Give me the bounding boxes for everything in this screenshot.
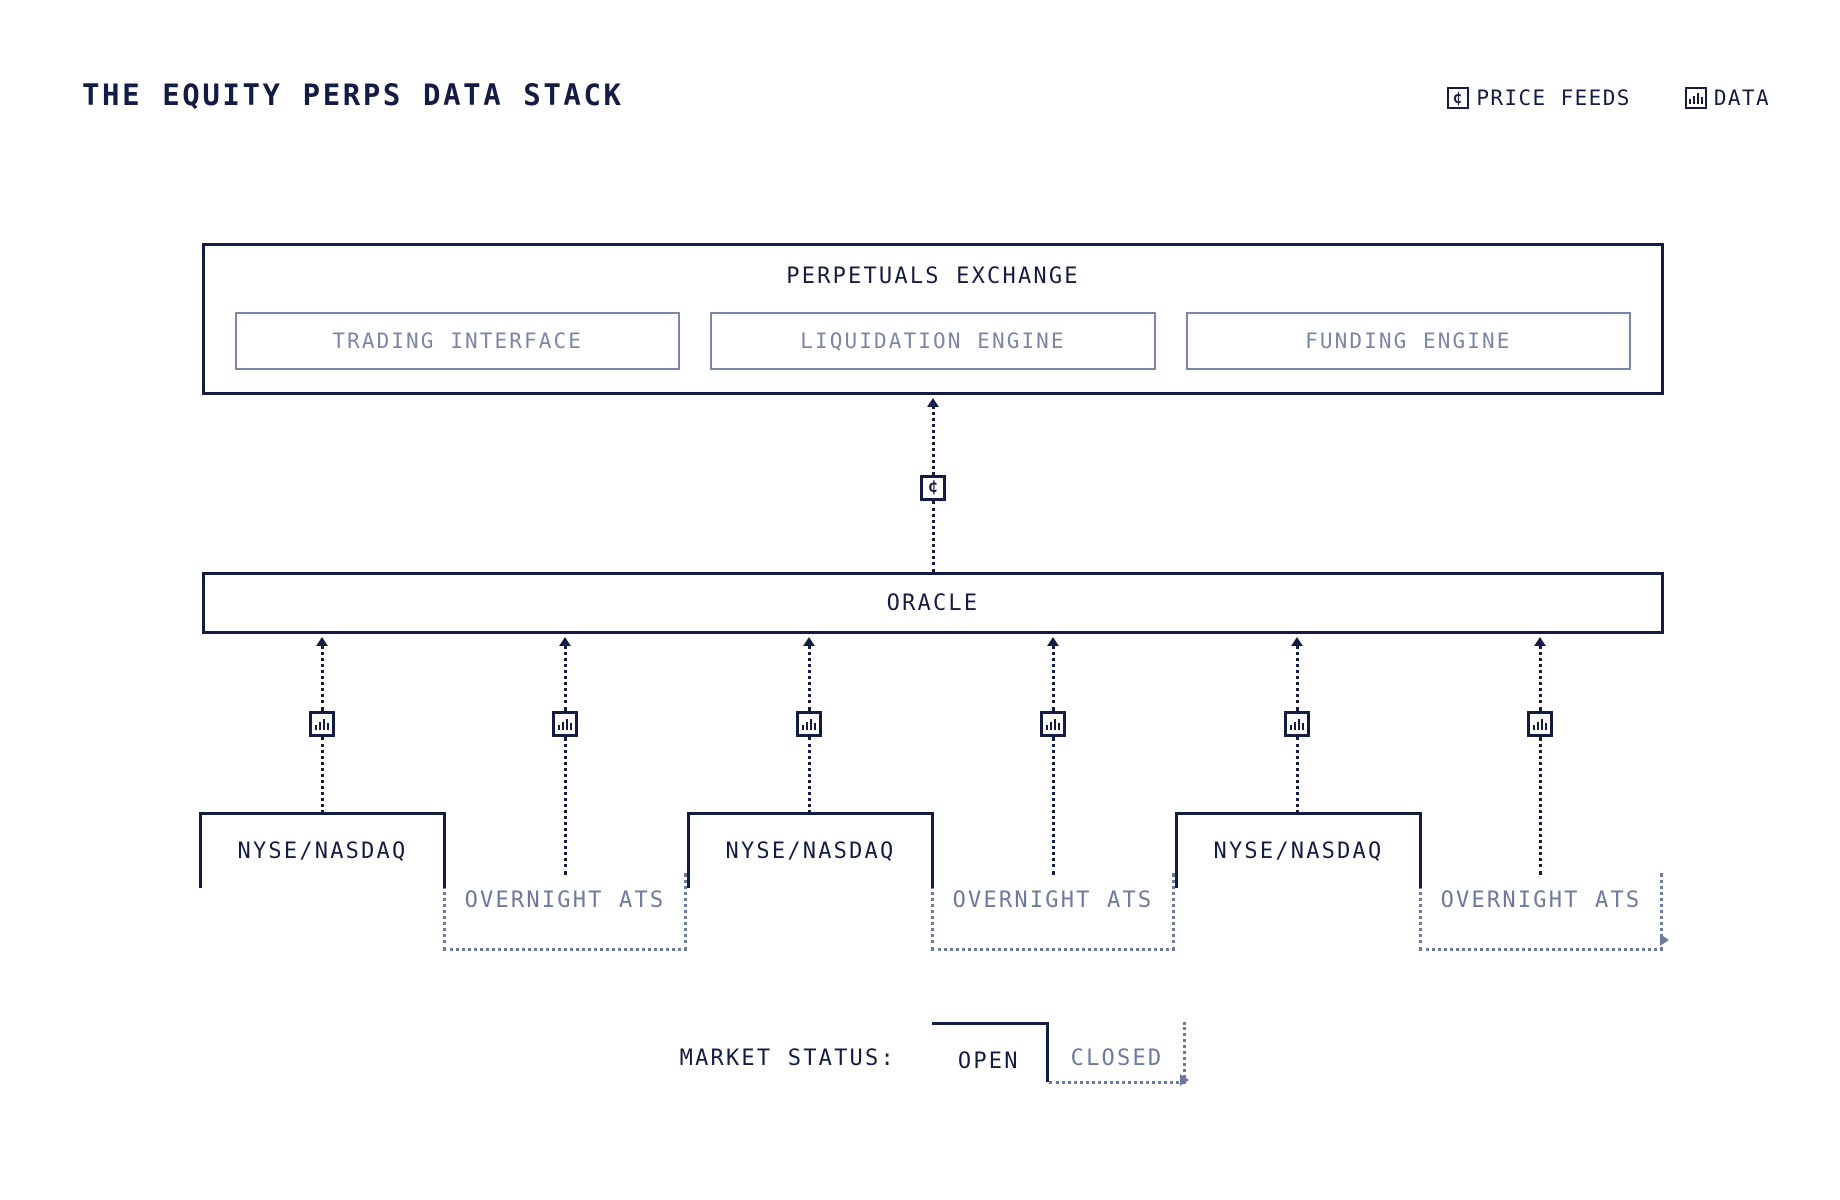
market-status-open: OPEN bbox=[931, 1022, 1049, 1082]
bar-chart-icon bbox=[1527, 711, 1553, 737]
venue-label: NYSE/NASDAQ bbox=[1213, 839, 1384, 864]
data-arrow-2 bbox=[559, 637, 571, 646]
overnight-flow-arrow bbox=[1660, 933, 1669, 946]
venue-nyse-nasdaq-1[interactable]: NYSE/NASDAQ bbox=[199, 812, 446, 888]
venue-nyse-nasdaq-2[interactable]: NYSE/NASDAQ bbox=[687, 812, 934, 888]
bar-chart-icon bbox=[1040, 711, 1066, 737]
data-line-3-lower bbox=[807, 737, 811, 813]
market-status-legend: MARKET STATUS: OPEN CLOSED bbox=[202, 1022, 1664, 1086]
closed-flow-arrow bbox=[1180, 1074, 1190, 1086]
exchange-modules: TRADING INTERFACE LIQUIDATION ENGINE FUN… bbox=[235, 312, 1631, 370]
oracle-box: ORACLE bbox=[202, 572, 1664, 634]
data-arrow-6 bbox=[1534, 637, 1546, 646]
data-line-6-lower bbox=[1538, 737, 1542, 875]
data-arrow-4 bbox=[1047, 637, 1059, 646]
venue-label: OVERNIGHT ATS bbox=[464, 888, 666, 913]
data-line-2-upper bbox=[563, 645, 567, 711]
data-arrow-3 bbox=[803, 637, 815, 646]
venue-overnight-ats-2[interactable]: OVERNIGHT ATS bbox=[931, 873, 1175, 951]
data-arrow-1 bbox=[316, 637, 328, 646]
venue-overnight-ats-3[interactable]: OVERNIGHT ATS bbox=[1419, 873, 1669, 951]
data-line-4-lower bbox=[1051, 737, 1055, 875]
venue-nyse-nasdaq-3[interactable]: NYSE/NASDAQ bbox=[1175, 812, 1422, 888]
price-feed-line-upper bbox=[931, 406, 935, 475]
legend-label-price-feeds: PRICE FEEDS bbox=[1476, 86, 1631, 110]
market-status-closed-label: CLOSED bbox=[1070, 1046, 1164, 1071]
data-line-5-upper bbox=[1295, 645, 1299, 711]
module-trading-interface[interactable]: TRADING INTERFACE bbox=[235, 312, 681, 370]
perpetuals-exchange-box: PERPETUALS EXCHANGE TRADING INTERFACE LI… bbox=[202, 243, 1664, 395]
legend-item-data: DATA bbox=[1684, 86, 1770, 110]
legend-label-data: DATA bbox=[1713, 86, 1770, 110]
data-line-1-lower bbox=[320, 737, 324, 813]
price-feed-arrow bbox=[927, 398, 939, 407]
data-line-4-upper bbox=[1051, 645, 1055, 711]
data-line-6-upper bbox=[1538, 645, 1542, 711]
market-status-closed: CLOSED bbox=[1048, 1022, 1190, 1086]
legend-item-price-feeds: ¢ PRICE FEEDS bbox=[1447, 86, 1630, 110]
oracle-title: ORACLE bbox=[886, 590, 980, 616]
market-status-label: MARKET STATUS: bbox=[679, 1046, 896, 1071]
venue-label: NYSE/NASDAQ bbox=[725, 839, 896, 864]
venue-label: NYSE/NASDAQ bbox=[237, 839, 408, 864]
architecture-diagram: PERPETUALS EXCHANGE TRADING INTERFACE LI… bbox=[199, 0, 1669, 1200]
module-funding-engine[interactable]: FUNDING ENGINE bbox=[1185, 312, 1631, 370]
data-line-5-lower bbox=[1295, 737, 1299, 813]
cent-icon: ¢ bbox=[920, 475, 946, 501]
bar-chart-icon bbox=[552, 711, 578, 737]
data-line-1-upper bbox=[320, 645, 324, 711]
venue-overnight-ats-1[interactable]: OVERNIGHT ATS bbox=[443, 873, 687, 951]
module-liquidation-engine[interactable]: LIQUIDATION ENGINE bbox=[710, 312, 1156, 370]
exchange-title: PERPETUALS EXCHANGE bbox=[786, 264, 1080, 289]
cent-icon: ¢ bbox=[1447, 87, 1470, 109]
data-arrow-5 bbox=[1291, 637, 1303, 646]
price-feed-line-lower bbox=[931, 501, 935, 572]
data-line-2-lower bbox=[563, 737, 567, 875]
venue-label: OVERNIGHT ATS bbox=[1440, 888, 1642, 913]
bar-chart-icon bbox=[309, 711, 335, 737]
venue-label: OVERNIGHT ATS bbox=[952, 888, 1154, 913]
data-line-3-upper bbox=[807, 645, 811, 711]
page-title: THE EQUITY PERPS DATA STACK bbox=[82, 78, 624, 112]
bar-chart-icon bbox=[1684, 87, 1707, 109]
bar-chart-icon bbox=[796, 711, 822, 737]
legend: ¢ PRICE FEEDS DATA bbox=[1447, 86, 1770, 110]
bar-chart-icon bbox=[1284, 711, 1310, 737]
